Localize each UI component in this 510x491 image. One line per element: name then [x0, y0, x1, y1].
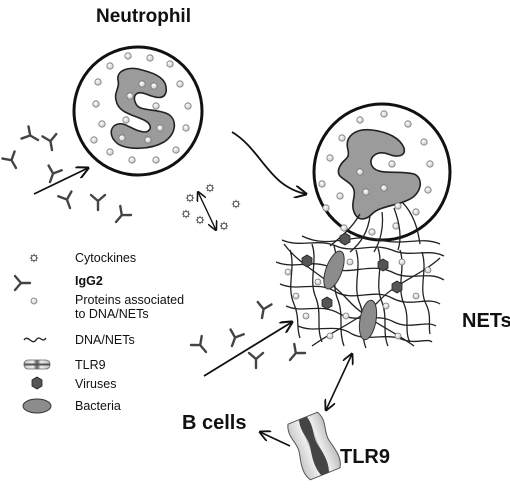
released-cytokines	[181, 183, 241, 231]
arrow-igg-to-neutrophil	[33, 168, 88, 195]
nets-mesh	[275, 232, 445, 349]
netosing-neutrophil	[312, 102, 452, 253]
neutrophil-cell	[72, 45, 204, 177]
arrow-igg-to-nets	[203, 322, 292, 377]
netosing-nucleus	[337, 128, 421, 220]
legend-icons	[13, 253, 52, 414]
legend-bacteria-icon	[22, 398, 52, 414]
legend-virus-icon	[31, 376, 43, 390]
tlr9-receptor	[287, 411, 341, 481]
b-cells-title: B cells	[182, 412, 247, 434]
arrow-tlr9-to-bcells	[260, 432, 291, 447]
arrow-cytokine-exchange	[198, 192, 216, 230]
legend-protein-icon	[30, 297, 38, 305]
legend-proteins-label-2: to DNA/NETs	[75, 307, 149, 321]
legend-dna-icon	[23, 337, 47, 343]
free-antibodies-bottom	[189, 300, 307, 370]
arrow-nets-tlr9	[326, 354, 352, 410]
tlr9-title: TLR9	[340, 446, 390, 468]
legend-cytokines-label: Cytockines	[75, 251, 137, 265]
neutrophil-proteins	[90, 52, 192, 164]
legend-igg2-icon	[13, 274, 32, 292]
arrow-to-nets	[231, 131, 306, 194]
legend-bacteria-label: Bacteria	[75, 399, 121, 413]
legend-viruses-label: Viruses	[75, 377, 117, 391]
legend-dna-label: DNA/NETs	[75, 333, 135, 347]
legend-proteins-label-1: Proteins associated	[75, 293, 185, 307]
legend-tlr9-icon	[23, 359, 51, 370]
nets-title: NETs	[462, 310, 510, 332]
neutrophil-title: Neutrophil	[96, 6, 191, 27]
legend-cytokine-icon	[29, 253, 39, 263]
legend-tlr9-label: TLR9	[75, 358, 106, 372]
legend-igg2-label: IgG2	[75, 274, 103, 288]
